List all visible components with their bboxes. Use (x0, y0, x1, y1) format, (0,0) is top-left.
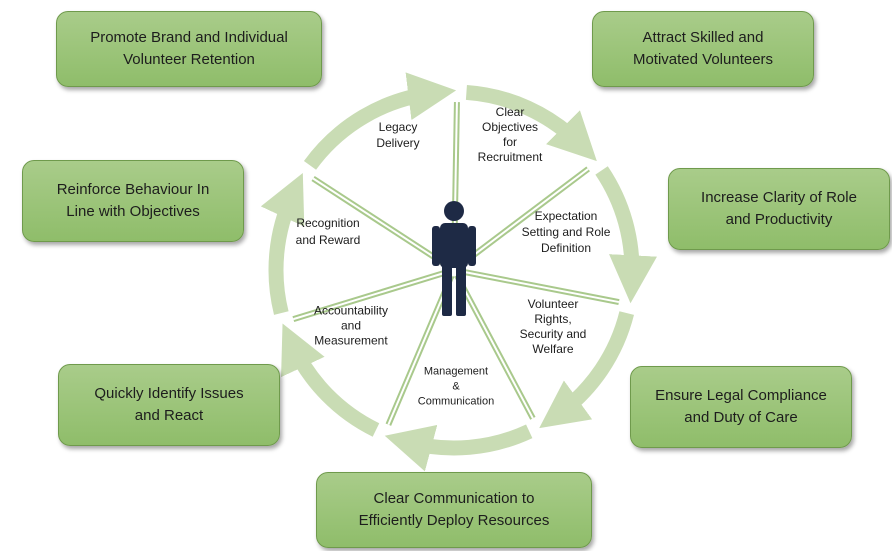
spoke-highlight (455, 274, 534, 419)
outcome-attract-skilled: Attract Skilled and Motivated Volunteers (592, 11, 814, 87)
segment-expectation-setting: Expectation Setting and Role Definition (521, 209, 611, 255)
cycle-ring (260, 72, 657, 472)
spoke-highlight (458, 168, 589, 268)
ring-arrow (384, 424, 533, 472)
spoke-highlight (293, 270, 449, 321)
ring-arrow (260, 173, 305, 315)
segment-clear-objectives: Clear Objectives for Recruitment (477, 105, 543, 164)
ring-arrow (595, 166, 657, 304)
spoke-highlight (459, 270, 620, 304)
outcome-ensure-legal: Ensure Legal Compliance and Duty of Care (630, 366, 852, 448)
segment-management-communication: Management & Communication (417, 365, 495, 408)
cycle-spokes (292, 101, 620, 426)
ring-arrow (465, 84, 597, 162)
segment-volunteer-rights: Volunteer Rights, Security and Welfare (519, 297, 587, 356)
segment-legacy-delivery: Legacy Delivery (376, 120, 420, 150)
ring-arrow (281, 323, 380, 437)
spoke-highlight (312, 177, 450, 268)
segment-accountability: Accountability and Measurement (313, 303, 389, 348)
outcome-promote-brand: Promote Brand and Individual Volunteer R… (56, 11, 322, 87)
outcome-clear-communication: Clear Communication to Efficiently Deplo… (316, 472, 592, 548)
outcome-increase-clarity: Increase Clarity of Role and Productivit… (668, 168, 890, 250)
person-icon (432, 201, 476, 316)
segment-recognition-reward: Recognition and Reward (295, 216, 361, 247)
outcome-quickly-identify: Quickly Identify Issues and React (58, 364, 280, 446)
ring-arrow (303, 72, 457, 170)
ring-arrow (539, 311, 634, 429)
outcome-reinforce-behaviour: Reinforce Behaviour In Line with Objecti… (22, 160, 244, 242)
spoke-highlight (387, 275, 453, 426)
